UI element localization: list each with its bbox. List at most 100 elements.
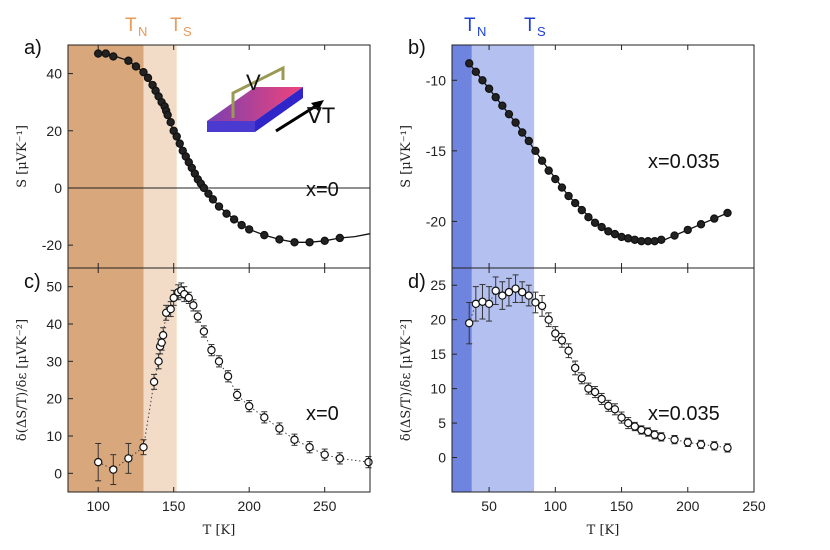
- panel-label: b): [408, 37, 426, 59]
- data-point: [101, 49, 110, 58]
- y-tick-label: 10: [46, 428, 62, 444]
- data-point: [597, 222, 606, 232]
- y-tick-label: 0: [54, 465, 62, 481]
- y-axis-label: δ(ΔS/T)/δε [μVK⁻²]: [15, 319, 30, 441]
- header-labels-right: T N T S: [464, 15, 546, 39]
- data-point: [109, 465, 118, 474]
- y-axis-label: S [μVK⁻¹]: [15, 125, 30, 188]
- data-point: [260, 230, 269, 240]
- composition-annotation: x=0: [306, 179, 339, 201]
- data-point: [465, 59, 474, 68]
- data-point: [484, 299, 494, 309]
- gradient-arrow: [275, 102, 320, 133]
- y-tick-label: 10: [430, 381, 446, 397]
- y-tick-label: 50: [46, 279, 62, 295]
- data-point: [189, 301, 198, 310]
- data-point: [335, 233, 344, 243]
- data-point: [207, 345, 216, 355]
- data-point: [584, 384, 593, 393]
- data-point: [518, 128, 527, 137]
- data-point: [244, 401, 254, 411]
- y-tick-label: 20: [430, 312, 446, 328]
- data-point: [551, 329, 560, 338]
- data-point: [564, 191, 573, 201]
- x-tick-label: 150: [610, 498, 634, 514]
- x-tick-label: 200: [676, 498, 700, 514]
- data-point: [670, 435, 679, 444]
- data-point: [93, 49, 103, 58]
- data-point: [222, 209, 231, 218]
- y-tick-label: 20: [46, 123, 62, 139]
- x-tick-label: 250: [313, 498, 337, 514]
- tn-label-left: T: [125, 15, 137, 36]
- chart-panel-b: -20-15-10S [μVK⁻¹]b)x=0.035: [399, 37, 755, 269]
- data-point: [124, 56, 133, 65]
- data-point: [93, 457, 103, 467]
- data-point: [511, 284, 520, 293]
- composition-annotation: x=0: [306, 403, 339, 425]
- data-point: [199, 183, 209, 193]
- x-tick-label: 200: [238, 498, 262, 514]
- data-point: [229, 215, 239, 224]
- tn-shading: [452, 45, 472, 268]
- device-inset: V ∇T: [207, 65, 335, 133]
- ts-label-left: T: [170, 15, 182, 36]
- data-point: [531, 298, 540, 307]
- voltage-label: V: [246, 70, 261, 95]
- data-point: [172, 132, 181, 141]
- data-point: [630, 422, 639, 431]
- x-tick-label: 150: [162, 498, 186, 514]
- data-point: [498, 101, 507, 110]
- data-point: [537, 301, 547, 311]
- data-point: [710, 214, 719, 223]
- data-point: [335, 454, 344, 463]
- x-axis-label: T [K]: [587, 523, 620, 538]
- data-point: [290, 435, 299, 444]
- tn-sub-left: N: [138, 24, 147, 39]
- data-point: [232, 390, 242, 400]
- data-point: [166, 117, 175, 127]
- data-point: [491, 93, 500, 102]
- data-point: [584, 212, 593, 222]
- data-point: [109, 52, 118, 61]
- data-point: [544, 315, 553, 324]
- data-point: [478, 76, 487, 85]
- data-point: [657, 432, 666, 442]
- y-tick-label: 40: [46, 66, 62, 82]
- x-axis-label: T [K]: [203, 523, 236, 538]
- data-point: [320, 450, 329, 459]
- data-point: [617, 232, 626, 242]
- slab-side: [255, 87, 303, 132]
- data-point: [623, 418, 633, 428]
- x-tick-label: 250: [742, 498, 766, 514]
- y-tick-label: -10: [426, 72, 446, 88]
- data-point: [597, 394, 606, 404]
- data-point: [139, 443, 148, 452]
- plot-frame: [67, 267, 371, 493]
- data-point: [504, 109, 514, 119]
- x-tick-label: 50: [481, 498, 497, 514]
- composition-annotation: x=0.035: [648, 403, 720, 425]
- data-point: [537, 156, 547, 165]
- data-point: [208, 195, 218, 204]
- data-point: [557, 336, 567, 345]
- data-point: [163, 110, 172, 120]
- tn-sub-right: N: [477, 24, 486, 39]
- data-point: [169, 293, 178, 303]
- data-point: [557, 183, 567, 192]
- data-point: [193, 312, 203, 321]
- data-point: [491, 286, 500, 295]
- data-point: [531, 146, 540, 156]
- data-point: [657, 235, 666, 244]
- data-point: [544, 166, 553, 175]
- data-point: [275, 424, 284, 433]
- data-point: [683, 438, 692, 447]
- data-point: [696, 440, 706, 449]
- tn-shading: [452, 268, 472, 492]
- voltage-wire: [231, 65, 285, 118]
- data-point: [158, 331, 168, 340]
- data-point: [723, 443, 732, 453]
- ts-sub-left: S: [183, 24, 192, 39]
- tn-shading: [68, 268, 144, 492]
